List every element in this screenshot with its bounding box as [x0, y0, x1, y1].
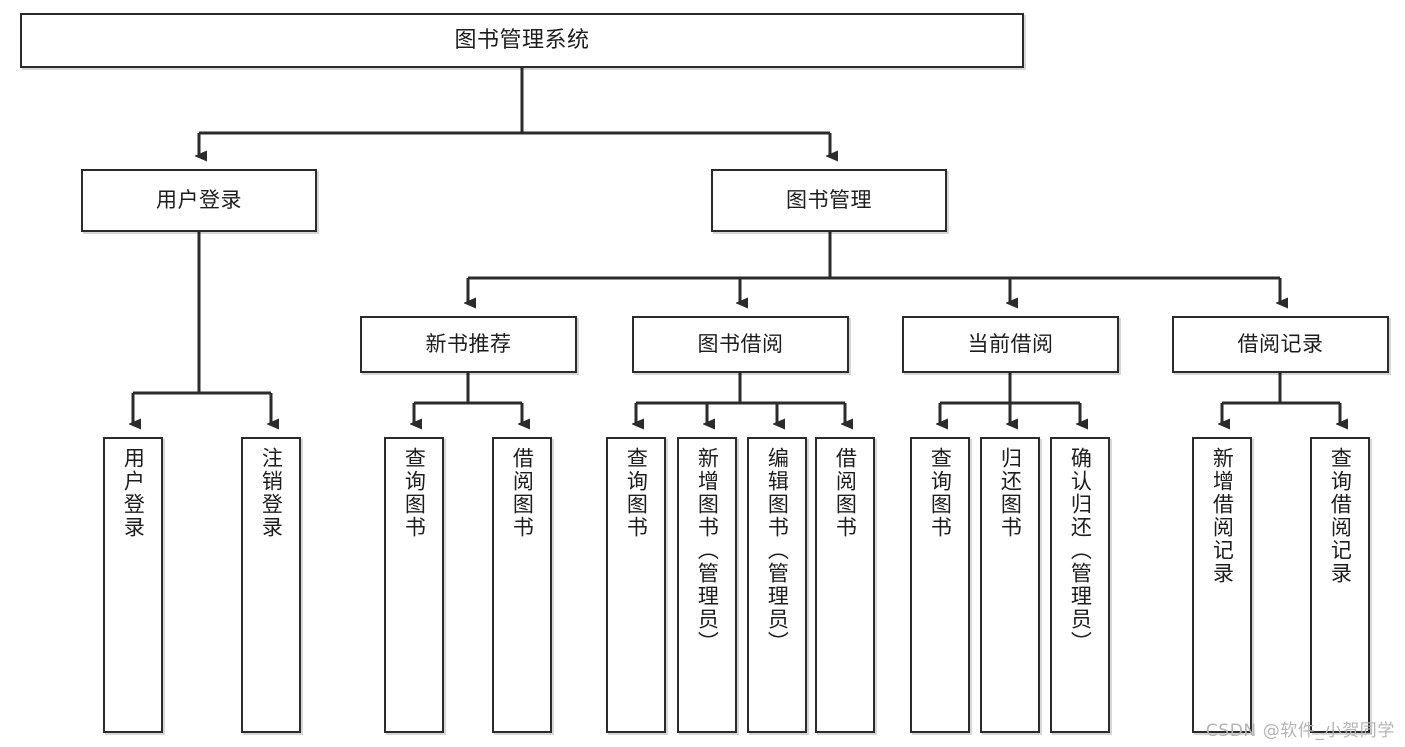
node-label: 图书管理: [786, 188, 872, 213]
leaf-add-record[interactable]: 新增借阅记录: [1192, 437, 1252, 733]
leaf-query-book-1[interactable]: 查询图书: [384, 437, 444, 733]
node-user-login[interactable]: 用户登录: [81, 169, 317, 232]
leaf-confirm-return[interactable]: 确认归还（管理员）: [1050, 437, 1110, 733]
node-book-manage[interactable]: 图书管理: [711, 169, 947, 232]
leaf-user-login[interactable]: 用户登录: [103, 437, 163, 733]
node-label: 查询图书: [402, 447, 427, 539]
csdn-watermark: CSDN @软件_小贺同学: [1205, 721, 1395, 741]
node-label: 图书借阅: [697, 332, 784, 357]
leaf-query-book-2[interactable]: 查询图书: [606, 437, 666, 733]
leaf-query-book-3[interactable]: 查询图书: [910, 437, 970, 733]
node-label: 查询图书: [928, 447, 953, 539]
leaf-edit-book[interactable]: 编辑图书（管理员）: [747, 437, 807, 733]
node-label: 确认归还（管理员）: [1068, 447, 1093, 654]
leaf-borrow-book-2[interactable]: 借阅图书: [815, 437, 875, 733]
node-label: 用户登录: [121, 447, 146, 539]
node-label: 借阅图书: [833, 447, 858, 539]
node-label: 用户登录: [156, 188, 242, 213]
node-label: 新书推荐: [425, 332, 512, 357]
node-new-book-rec[interactable]: 新书推荐: [360, 316, 577, 373]
leaf-logout-login[interactable]: 注销登录: [241, 437, 301, 733]
node-label: 借阅图书: [510, 447, 535, 539]
node-label: 归还图书: [998, 447, 1023, 539]
node-borrow-record[interactable]: 借阅记录: [1172, 316, 1389, 373]
node-label: 当前借阅: [967, 332, 1054, 357]
node-label: 新增图书（管理员）: [695, 447, 720, 654]
node-label: 图书管理系统: [454, 27, 590, 53]
node-label: 注销登录: [259, 447, 284, 539]
node-current-borrow[interactable]: 当前借阅: [902, 316, 1119, 373]
node-root-system[interactable]: 图书管理系统: [20, 13, 1024, 68]
leaf-add-book[interactable]: 新增图书（管理员）: [677, 437, 737, 733]
node-label: 编辑图书（管理员）: [765, 447, 790, 654]
node-label: 查询图书: [624, 447, 649, 539]
leaf-query-record[interactable]: 查询借阅记录: [1310, 437, 1370, 733]
node-label: 借阅记录: [1237, 332, 1324, 357]
leaf-borrow-book-1[interactable]: 借阅图书: [492, 437, 552, 733]
node-label: 查询借阅记录: [1328, 447, 1353, 585]
node-label: 新增借阅记录: [1210, 447, 1235, 585]
node-book-borrow[interactable]: 图书借阅: [632, 316, 849, 373]
leaf-return-book[interactable]: 归还图书: [980, 437, 1040, 733]
